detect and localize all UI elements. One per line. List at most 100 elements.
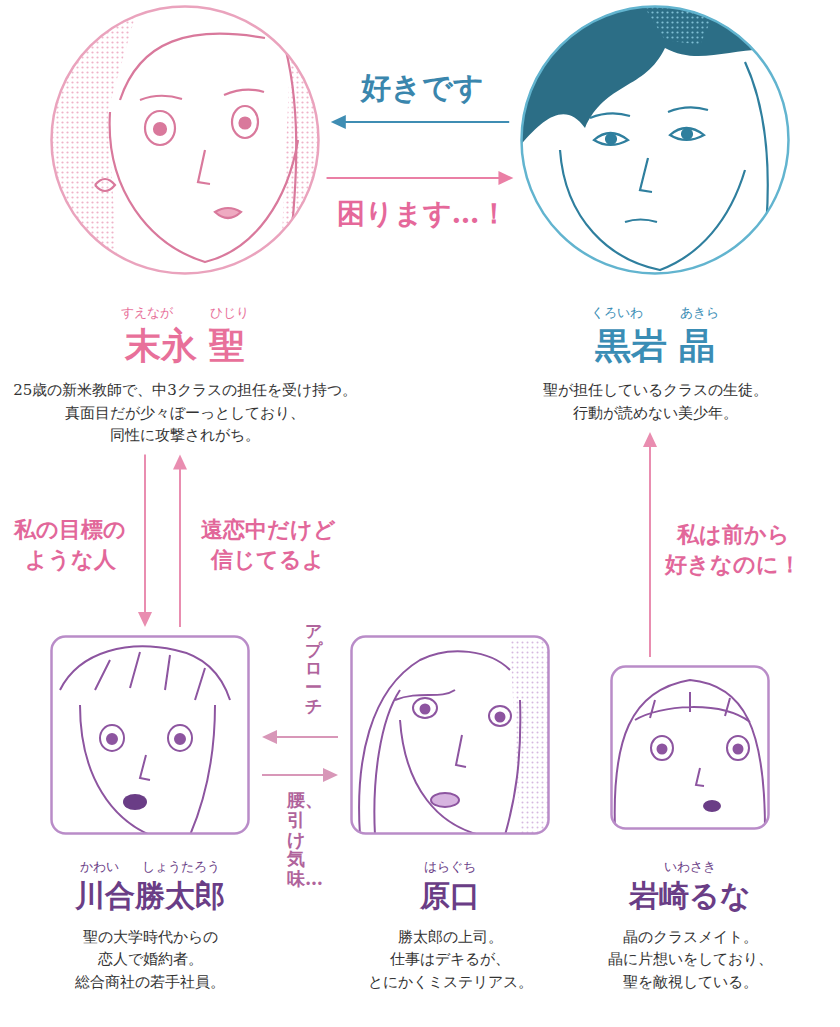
hair-strands bbox=[95, 652, 205, 700]
arrow-line bbox=[144, 455, 146, 613]
nose bbox=[696, 768, 704, 786]
edge-label: アプローチ bbox=[305, 622, 322, 715]
eyebrow bbox=[590, 113, 630, 118]
haraguchi-face bbox=[351, 636, 549, 834]
furigana: かわい しょうたろう bbox=[80, 859, 219, 876]
edge-label: 私は前から 好きなのに！ bbox=[665, 520, 801, 579]
lips bbox=[431, 793, 459, 807]
shotaro-face bbox=[51, 636, 249, 834]
nose bbox=[640, 158, 652, 192]
hair bbox=[515, 0, 795, 152]
portrait-ground bbox=[351, 636, 549, 834]
eye bbox=[168, 725, 192, 751]
akira-face bbox=[515, 0, 795, 280]
portrait-ground bbox=[51, 636, 249, 834]
character-description: 25歳の新米教師で、中3クラスの担任を受け持つ。 真面目だが少々ぼーっとしており… bbox=[13, 379, 357, 447]
runa-face bbox=[611, 666, 769, 829]
portrait-ground bbox=[611, 666, 769, 829]
pupil bbox=[107, 734, 117, 744]
hair-line bbox=[615, 680, 765, 829]
face-outline bbox=[110, 112, 298, 262]
relation-arrow bbox=[173, 455, 187, 627]
portrait-outline bbox=[350, 635, 550, 835]
character-name: 末永 聖 bbox=[125, 324, 246, 367]
character-description: 晶のクラスメイト。 晶に片想いをしており、 聖を敵視している。 bbox=[608, 926, 773, 994]
mouth bbox=[625, 220, 657, 223]
edge-label: 遠恋中だけど 信じてるよ bbox=[201, 515, 336, 574]
eye bbox=[651, 736, 673, 760]
character-name: 岩崎るな bbox=[629, 878, 751, 914]
relation-arrow bbox=[643, 432, 657, 657]
halftone bbox=[280, 40, 330, 280]
arrow-head bbox=[498, 171, 513, 185]
hair-line bbox=[120, 34, 265, 100]
portrait-box bbox=[612, 667, 769, 829]
character-description: 聖が担任しているクラスの生徒。 行動が読めない美少年。 bbox=[543, 379, 768, 424]
pupil bbox=[240, 118, 251, 129]
arrow-head bbox=[138, 612, 152, 627]
arrow-head bbox=[331, 115, 346, 129]
furigana: くろいわ あきら bbox=[591, 305, 720, 322]
arrow-line bbox=[262, 774, 324, 776]
eye bbox=[145, 111, 175, 145]
relation-arrow bbox=[262, 768, 338, 782]
pupil bbox=[154, 123, 166, 135]
arrow-head bbox=[323, 768, 338, 782]
portrait-outline bbox=[50, 5, 320, 275]
portrait-outline bbox=[610, 665, 770, 830]
portrait-circle bbox=[52, 7, 319, 274]
eye bbox=[100, 725, 124, 751]
relation-arrow bbox=[138, 455, 152, 627]
portrait-frame bbox=[610, 665, 770, 830]
character-node: はらぐち原口勝太郎の上司。 仕事はデキるが、 とにかくミステリアス。 bbox=[350, 635, 550, 993]
arrow-line bbox=[179, 469, 181, 627]
portrait-frame bbox=[50, 5, 320, 275]
eye bbox=[594, 133, 628, 145]
face-outline bbox=[80, 705, 215, 834]
nose bbox=[140, 755, 150, 780]
character-node: かわい しょうたろう川合勝太郎聖の大学時代からの 恋人で婚約者。 総合商社の若手… bbox=[50, 635, 250, 993]
arrow-head bbox=[262, 730, 277, 744]
character-node: くろいわ あきら黒岩 晶聖が担任しているクラスの生徒。 行動が読めない美少年。 bbox=[505, 5, 805, 424]
face-outline bbox=[400, 700, 520, 834]
pupil bbox=[496, 713, 505, 722]
hijiri-face bbox=[50, 0, 330, 280]
portrait-frame bbox=[520, 5, 790, 275]
pupil bbox=[658, 745, 667, 754]
portrait-frame bbox=[350, 635, 550, 835]
arrow-line bbox=[649, 446, 651, 657]
hair-line bbox=[275, 15, 296, 280]
arrow-line bbox=[276, 736, 338, 738]
character-description: 聖の大学時代からの 恋人で婚約者。 総合商社の若手社員。 bbox=[75, 926, 225, 994]
arrow-head bbox=[173, 455, 187, 470]
pupil bbox=[175, 734, 185, 744]
eyebrow bbox=[224, 90, 264, 95]
pupil bbox=[682, 129, 692, 139]
eye bbox=[489, 706, 511, 726]
furigana: すえなが ひじり bbox=[121, 305, 250, 322]
nose bbox=[198, 150, 210, 184]
pupil bbox=[421, 705, 430, 714]
arrow-line bbox=[345, 121, 509, 123]
eye bbox=[670, 128, 704, 140]
nose bbox=[456, 735, 466, 767]
character-name: 川合勝太郎 bbox=[75, 878, 225, 914]
relation-arrow bbox=[327, 171, 514, 185]
portrait-box bbox=[352, 637, 549, 834]
portrait-outline bbox=[520, 5, 790, 275]
pupil bbox=[734, 745, 743, 754]
mouth bbox=[215, 208, 241, 218]
character-node: いわさき岩崎るな晶のクラスメイト。 晶に片想いをしており、 聖を敵視している。 bbox=[595, 665, 785, 993]
eye bbox=[413, 698, 437, 718]
eye bbox=[232, 106, 258, 138]
character-node: すえなが ひじり末永 聖 25歳の新米教師で、中3クラスの担任を受け持つ。 真面目… bbox=[5, 5, 365, 447]
portrait-frame bbox=[50, 635, 250, 835]
mouth bbox=[703, 800, 721, 812]
arrow-head bbox=[643, 432, 657, 447]
edge-label: 腰、引け気味… bbox=[287, 790, 305, 889]
furigana: いわさき bbox=[664, 859, 716, 876]
eyebrow bbox=[140, 96, 182, 100]
eyebrow bbox=[668, 107, 708, 112]
hatching bbox=[510, 640, 549, 834]
